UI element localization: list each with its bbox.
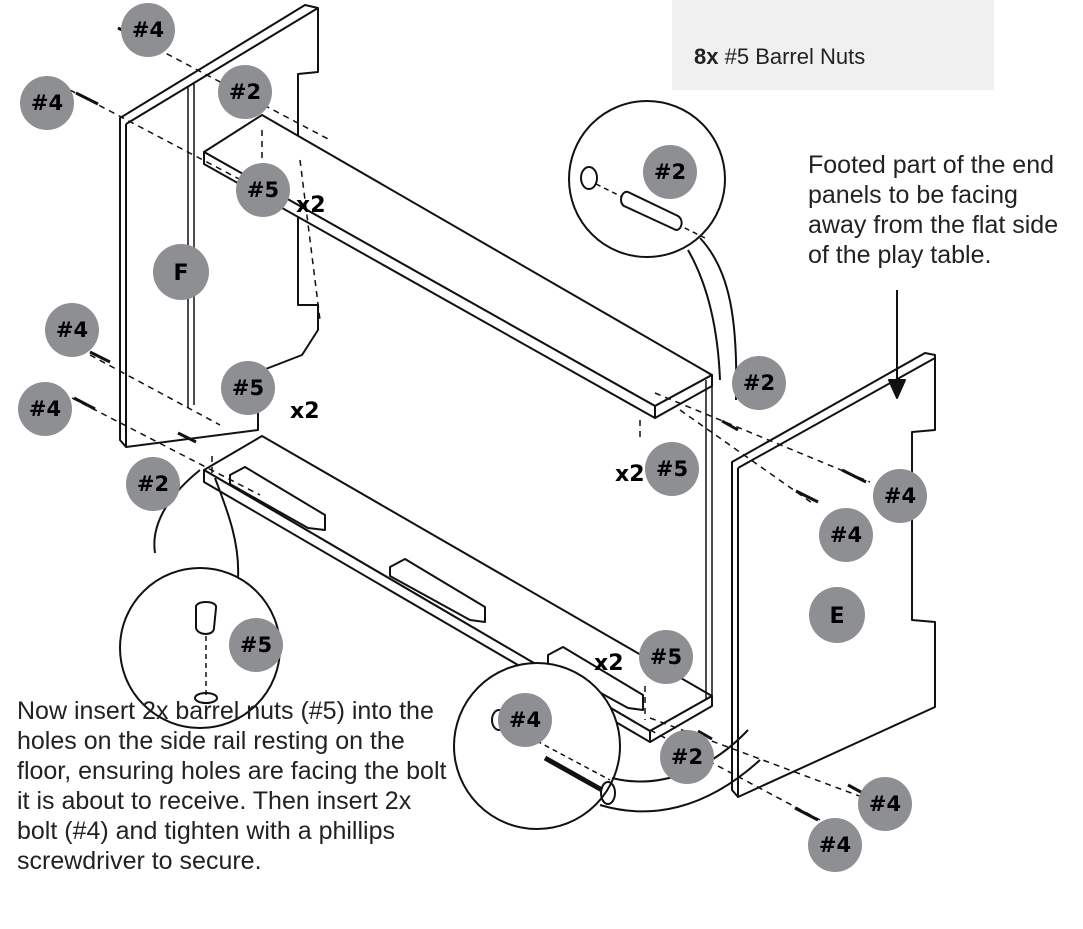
part-badge-circle [732,356,786,410]
part-badge-circle [645,442,699,496]
step-instructions: Now insert 2x barrel nuts (#5) into the … [17,697,447,875]
quantity-multiplier: x2 [290,399,320,424]
part-badge-circle [221,361,275,415]
panel-e-letter: E [829,604,844,629]
part-badge-label: #2 [743,371,775,395]
part-badge-circle [121,3,175,57]
part-badge-label: #5 [656,457,688,481]
part-badge-circle [45,303,99,357]
part-badge-circle [20,76,74,130]
part-badge-circle [229,618,283,672]
part-badge-label: #4 [132,18,164,42]
part-badge-label: #4 [56,318,88,342]
part-badge-label: #5 [232,376,264,400]
quantity-multiplier: x2 [615,462,645,487]
part-badge-label: #4 [884,484,916,508]
panel-e-label: E [809,587,865,643]
part-badge-circle [808,818,862,872]
multiplier-layer: x2 x2 x2 x2 [290,193,645,676]
part-badge-circle [218,65,272,119]
part-badge-circle [126,457,180,511]
panel-f-label: F [153,244,209,300]
part-badge-label: #4 [29,397,61,421]
callout-nut-detail [119,469,281,729]
orientation-note: Footed part of the end panels to be faci… [808,151,1059,269]
part-badge-circle [858,777,912,831]
part-badge-label: #4 [869,792,901,816]
badge-layer: #4 #4 #2 #5 #4 #4 #5 #2 #2 #2 #5 #4 #4 #5 #5 #4 #2 #4 #4 [18,3,927,872]
part-badge-label: #5 [240,633,272,657]
part-badge-circle [819,508,873,562]
parts-legend [672,0,994,90]
part-badge-circle [643,145,697,199]
part-badge-label: #4 [509,708,541,732]
part-badge-label: #2 [229,80,261,104]
alignment-lines [69,27,871,821]
part-badge-label: #4 [830,523,862,547]
part-badge-circle [873,469,927,523]
panel-f-letter: F [173,261,188,286]
part-badge-circle [236,163,290,217]
part-badge-label: #4 [819,833,851,857]
part-badge-label: #2 [654,160,686,184]
legend-caption: 8x #5 Barrel Nuts [694,44,865,70]
part-badge-circle [639,630,693,684]
part-badge-label: #5 [650,645,682,669]
legend-part-name: #5 Barrel Nuts [724,44,866,69]
part-badge-label: #4 [31,91,63,115]
part-badge-label: #5 [247,178,279,202]
part-badge-circle [660,730,714,784]
quantity-multiplier: x2 [594,651,624,676]
legend-quantity: 8x [694,44,719,69]
quantity-multiplier: x2 [296,193,326,218]
end-panel-f-drawing [119,4,319,448]
end-panel-e-drawing [705,352,936,798]
part-badge-circle [498,693,552,747]
part-badge-label: #2 [671,745,703,769]
top-side-rail-drawing [203,114,713,419]
part-badge-circle [18,382,72,436]
part-badge-label: #2 [137,472,169,496]
